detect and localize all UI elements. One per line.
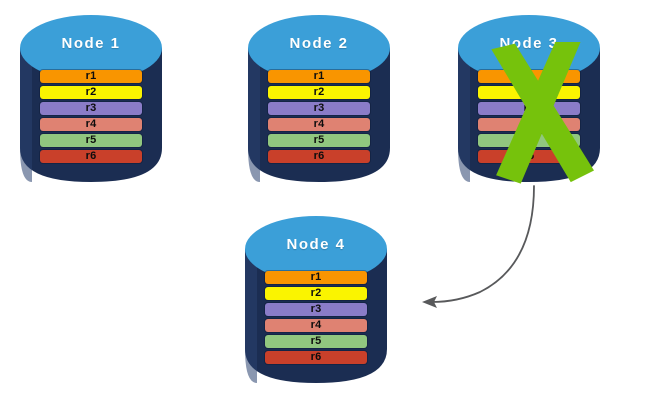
row-label: r4 (310, 319, 322, 331)
node-2-row-r4[interactable]: r4 (268, 118, 370, 131)
node-3-row-r2[interactable]: r2 (478, 86, 580, 99)
node-1-row-r6[interactable]: r6 (40, 150, 142, 163)
row-label: r5 (310, 335, 322, 347)
node-2-row-r3[interactable]: r3 (268, 102, 370, 115)
node-1-row-r2[interactable]: r2 (40, 86, 142, 99)
node-2-row-r1[interactable]: r1 (268, 70, 370, 83)
node-4-row-r3[interactable]: r3 (265, 303, 367, 316)
row-label: r2 (313, 86, 325, 98)
node-4-row-r6[interactable]: r6 (265, 351, 367, 364)
row-label: r6 (523, 150, 535, 162)
row-label: r2 (310, 287, 322, 299)
row-label: r4 (85, 118, 97, 130)
node-3-row-r5[interactable]: r5 (478, 134, 580, 147)
node-1-rows: r1 r2 r3 r4 r5 r6 (18, 70, 164, 163)
node-3-rows: r1 r2 r3 r4 r5 r6 (456, 70, 602, 163)
row-label: r3 (85, 102, 97, 114)
row-label: r3 (313, 102, 325, 114)
row-label: r6 (313, 150, 325, 162)
row-label: r5 (85, 134, 97, 146)
node-2-row-r6[interactable]: r6 (268, 150, 370, 163)
node-4-row-r2[interactable]: r2 (265, 287, 367, 300)
node-2[interactable]: Node 2 r1 r2 r3 r4 r5 r6 (246, 8, 392, 184)
node-1[interactable]: Node 1 r1 r2 r3 r4 r5 r6 (18, 8, 164, 184)
node-4-row-r5[interactable]: r5 (265, 335, 367, 348)
node-4-row-r1[interactable]: r1 (265, 271, 367, 284)
row-label: r1 (523, 70, 535, 82)
row-label: r5 (313, 134, 325, 146)
node-4-row-r4[interactable]: r4 (265, 319, 367, 332)
row-label: r6 (85, 150, 97, 162)
node-1-row-r3[interactable]: r3 (40, 102, 142, 115)
node-4[interactable]: Node 4 r1 r2 r3 r4 r5 r6 (243, 209, 389, 385)
row-label: r1 (313, 70, 325, 82)
node-1-row-r1[interactable]: r1 (40, 70, 142, 83)
row-label: r4 (523, 118, 535, 130)
node-1-row-r4[interactable]: r4 (40, 118, 142, 131)
row-label: r1 (85, 70, 97, 82)
row-label: r3 (310, 303, 322, 315)
row-label: r2 (85, 86, 97, 98)
node-3-row-r1[interactable]: r1 (478, 70, 580, 83)
row-label: r2 (523, 86, 535, 98)
node-3-row-r4[interactable]: r4 (478, 118, 580, 131)
node-2-row-r2[interactable]: r2 (268, 86, 370, 99)
row-label: r4 (313, 118, 325, 130)
node-3[interactable]: Node 3 r1 r2 r3 r4 r5 r6 (456, 8, 602, 184)
row-label: r3 (523, 102, 535, 114)
node-2-row-r5[interactable]: r5 (268, 134, 370, 147)
node-3-row-r3[interactable]: r3 (478, 102, 580, 115)
row-label: r6 (310, 351, 322, 363)
row-label: r1 (310, 271, 322, 283)
node-2-rows: r1 r2 r3 r4 r5 r6 (246, 70, 392, 163)
row-label: r5 (523, 134, 535, 146)
node-1-row-r5[interactable]: r5 (40, 134, 142, 147)
node-3-row-r6[interactable]: r6 (478, 150, 580, 163)
node-4-rows: r1 r2 r3 r4 r5 r6 (243, 271, 389, 364)
